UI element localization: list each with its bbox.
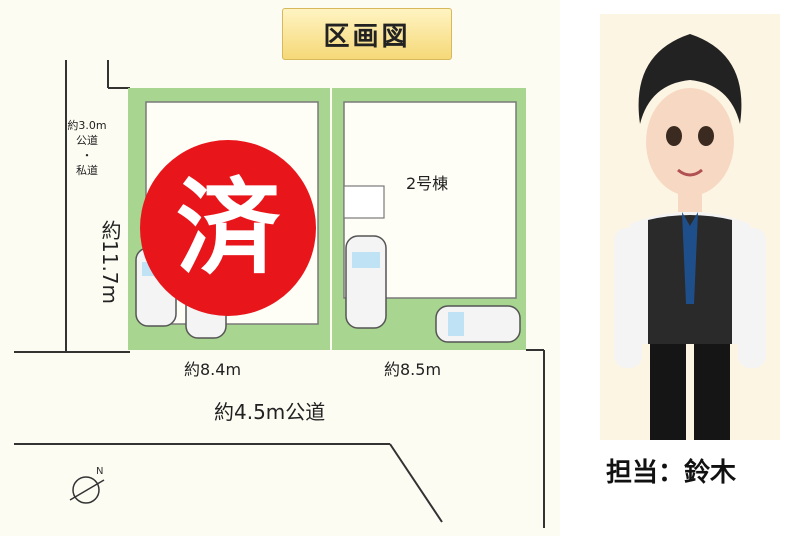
sold-stamp: 済 xyxy=(140,140,316,316)
front-road-label: 約4.5m公道 xyxy=(214,400,326,424)
staff-avatar xyxy=(600,14,780,440)
width2-label: 約8.5m xyxy=(384,360,442,379)
lot2-label: 2号棟 xyxy=(406,174,449,193)
plan-title: 区画図 xyxy=(282,8,452,60)
svg-text:N: N xyxy=(96,466,103,477)
staff-label: 担当：鈴木 xyxy=(606,458,737,488)
left-road-label: 約3.0m 公道 ・ 私道 xyxy=(67,119,107,177)
depth-label: 約11.7m xyxy=(98,220,122,305)
width1-label: 約8.4m xyxy=(184,360,242,379)
compass-icon: N xyxy=(69,466,105,504)
meter-box xyxy=(343,185,385,219)
